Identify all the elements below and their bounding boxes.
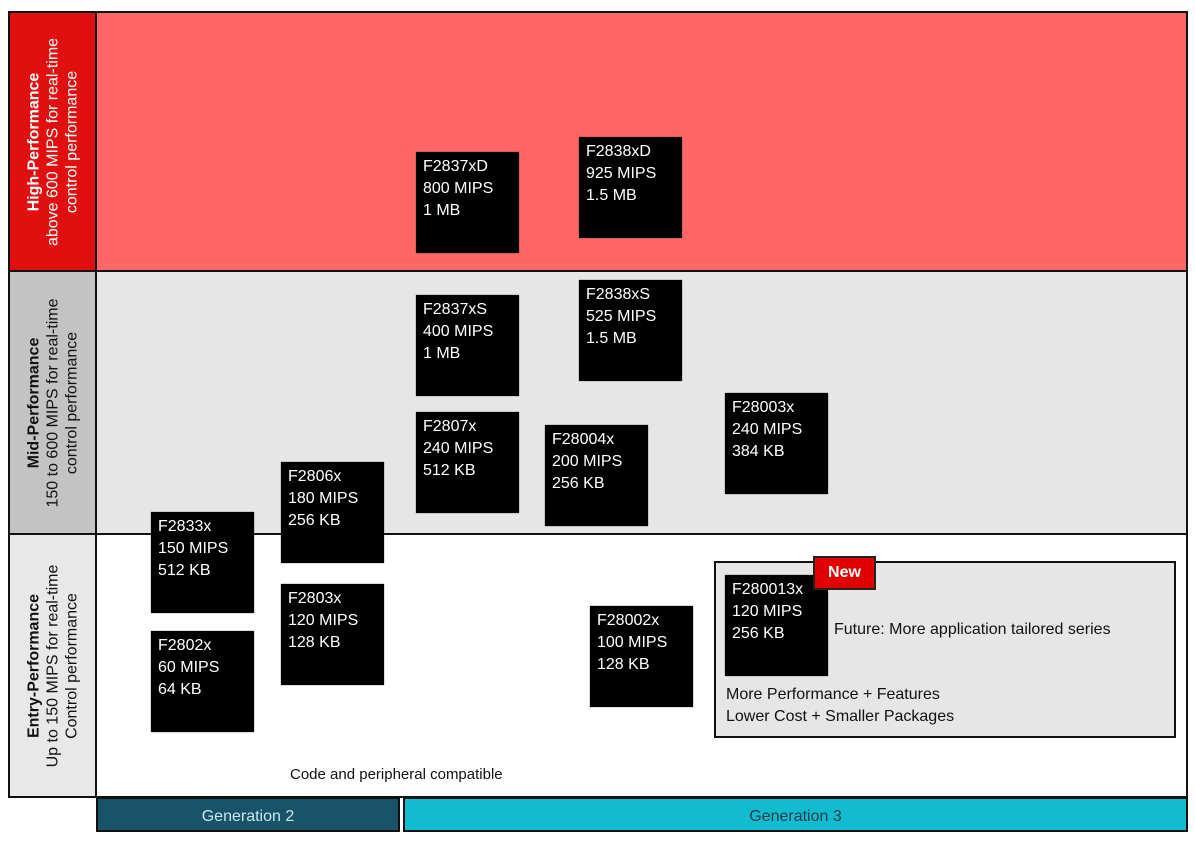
chip-memory: 128 KB [288, 634, 341, 651]
chip-mips: 60 MIPS [158, 659, 220, 676]
chip-f2803x: F2803x 120 MIPS 128 KB [281, 584, 384, 685]
row-subtitle-line1: 150 to 600 MIPS for real-time [44, 298, 61, 507]
chip-name: F28003x [732, 399, 795, 416]
chip-mips: 800 MIPS [423, 180, 494, 197]
chip-memory: 256 KB [552, 475, 605, 492]
chip-name: F2837xS [423, 301, 488, 318]
chip-mips: 400 MIPS [423, 323, 494, 340]
chip-name: F2802x [158, 637, 212, 654]
chip-name: F2838xD [586, 143, 651, 160]
chip-mips: 525 MIPS [586, 308, 657, 325]
chip-f2838xd: F2838xD 925 MIPS 1.5 MB [579, 137, 682, 238]
chip-f2806x: F2806x 180 MIPS 256 KB [281, 462, 384, 563]
chip-memory: 384 KB [732, 443, 785, 460]
chip-mips: 240 MIPS [423, 440, 494, 457]
chip-mips: 120 MIPS [288, 612, 359, 629]
chip-name: F2807x [423, 418, 477, 435]
chip-mips: 180 MIPS [288, 490, 359, 507]
generation-3-bar: Generation 3 [403, 797, 1188, 832]
row-label-mid-performance: Mid-Performance 150 to 600 MIPS for real… [10, 272, 97, 533]
chip-name: F2833x [158, 518, 212, 535]
chip-name: F2803x [288, 590, 342, 607]
row-label-entry-performance: Entry-Performance Up to 150 MIPS for rea… [10, 535, 97, 796]
chip-memory: 512 KB [423, 462, 476, 479]
chip-f2802x: F2802x 60 MIPS 64 KB [151, 631, 254, 732]
chip-f2833x: F2833x 150 MIPS 512 KB [151, 512, 254, 613]
chip-memory: 128 KB [597, 656, 650, 673]
chip-f28003x: F28003x 240 MIPS 384 KB [725, 393, 828, 494]
chip-mips: 240 MIPS [732, 421, 803, 438]
chip-name: F28002x [597, 612, 660, 629]
chip-mips: 925 MIPS [586, 165, 657, 182]
chip-name: F2837xD [423, 158, 488, 175]
row-subtitle-line2: control performance [63, 70, 80, 213]
chip-memory: 512 KB [158, 562, 211, 579]
chip-memory: 64 KB [158, 681, 202, 698]
chip-f28004x: F28004x 200 MIPS 256 KB [545, 425, 648, 526]
chip-memory: 1.5 MB [586, 187, 637, 204]
row-subtitle-line2: Control performance [63, 592, 80, 739]
benefit-line1: More Performance + Features [726, 686, 940, 703]
chip-f2837xs: F2837xS 400 MIPS 1 MB [416, 295, 519, 396]
chip-memory: 1 MB [423, 202, 461, 219]
chip-memory: 1 MB [423, 345, 461, 362]
row-title: Entry-Performance [25, 593, 42, 738]
chip-name: F2806x [288, 468, 342, 485]
generation-2-bar: Generation 2 [96, 797, 400, 832]
chip-f2807x: F2807x 240 MIPS 512 KB [416, 412, 519, 513]
chip-memory: 1.5 MB [586, 330, 637, 347]
compat-note: Code and peripheral compatible [290, 766, 503, 783]
row-subtitle-line1: above 600 MIPS for real-time [44, 37, 61, 246]
chip-f280013x: F280013x 120 MIPS 256 KB [725, 575, 828, 676]
chip-mips: 200 MIPS [552, 453, 623, 470]
row-subtitle-line2: control performance [63, 331, 80, 474]
chip-memory: 256 KB [288, 512, 341, 529]
benefit-line2: Lower Cost + Smaller Packages [726, 708, 955, 725]
row-label-high-performance: High-Performance above 600 MIPS for real… [10, 13, 97, 270]
chip-f28002x: F28002x 100 MIPS 128 KB [590, 606, 693, 707]
new-badge: New [813, 556, 876, 590]
future-text: Future: More application tailored series [834, 621, 1111, 638]
chip-name: F2838xS [586, 286, 651, 303]
chip-mips: 100 MIPS [597, 634, 668, 651]
chip-f2838xs: F2838xS 525 MIPS 1.5 MB [579, 280, 682, 381]
row-title: High-Performance [25, 72, 42, 211]
chip-f2837xd: F2837xD 800 MIPS 1 MB [416, 152, 519, 253]
row-subtitle-line1: Up to 150 MIPS for real-time [44, 564, 61, 767]
chip-memory: 256 KB [732, 625, 785, 642]
chip-mips: 150 MIPS [158, 540, 229, 557]
chip-mips: 120 MIPS [732, 603, 803, 620]
chip-name: F280013x [732, 581, 804, 598]
chip-name: F28004x [552, 431, 615, 448]
row-title: Mid-Performance [25, 337, 42, 468]
